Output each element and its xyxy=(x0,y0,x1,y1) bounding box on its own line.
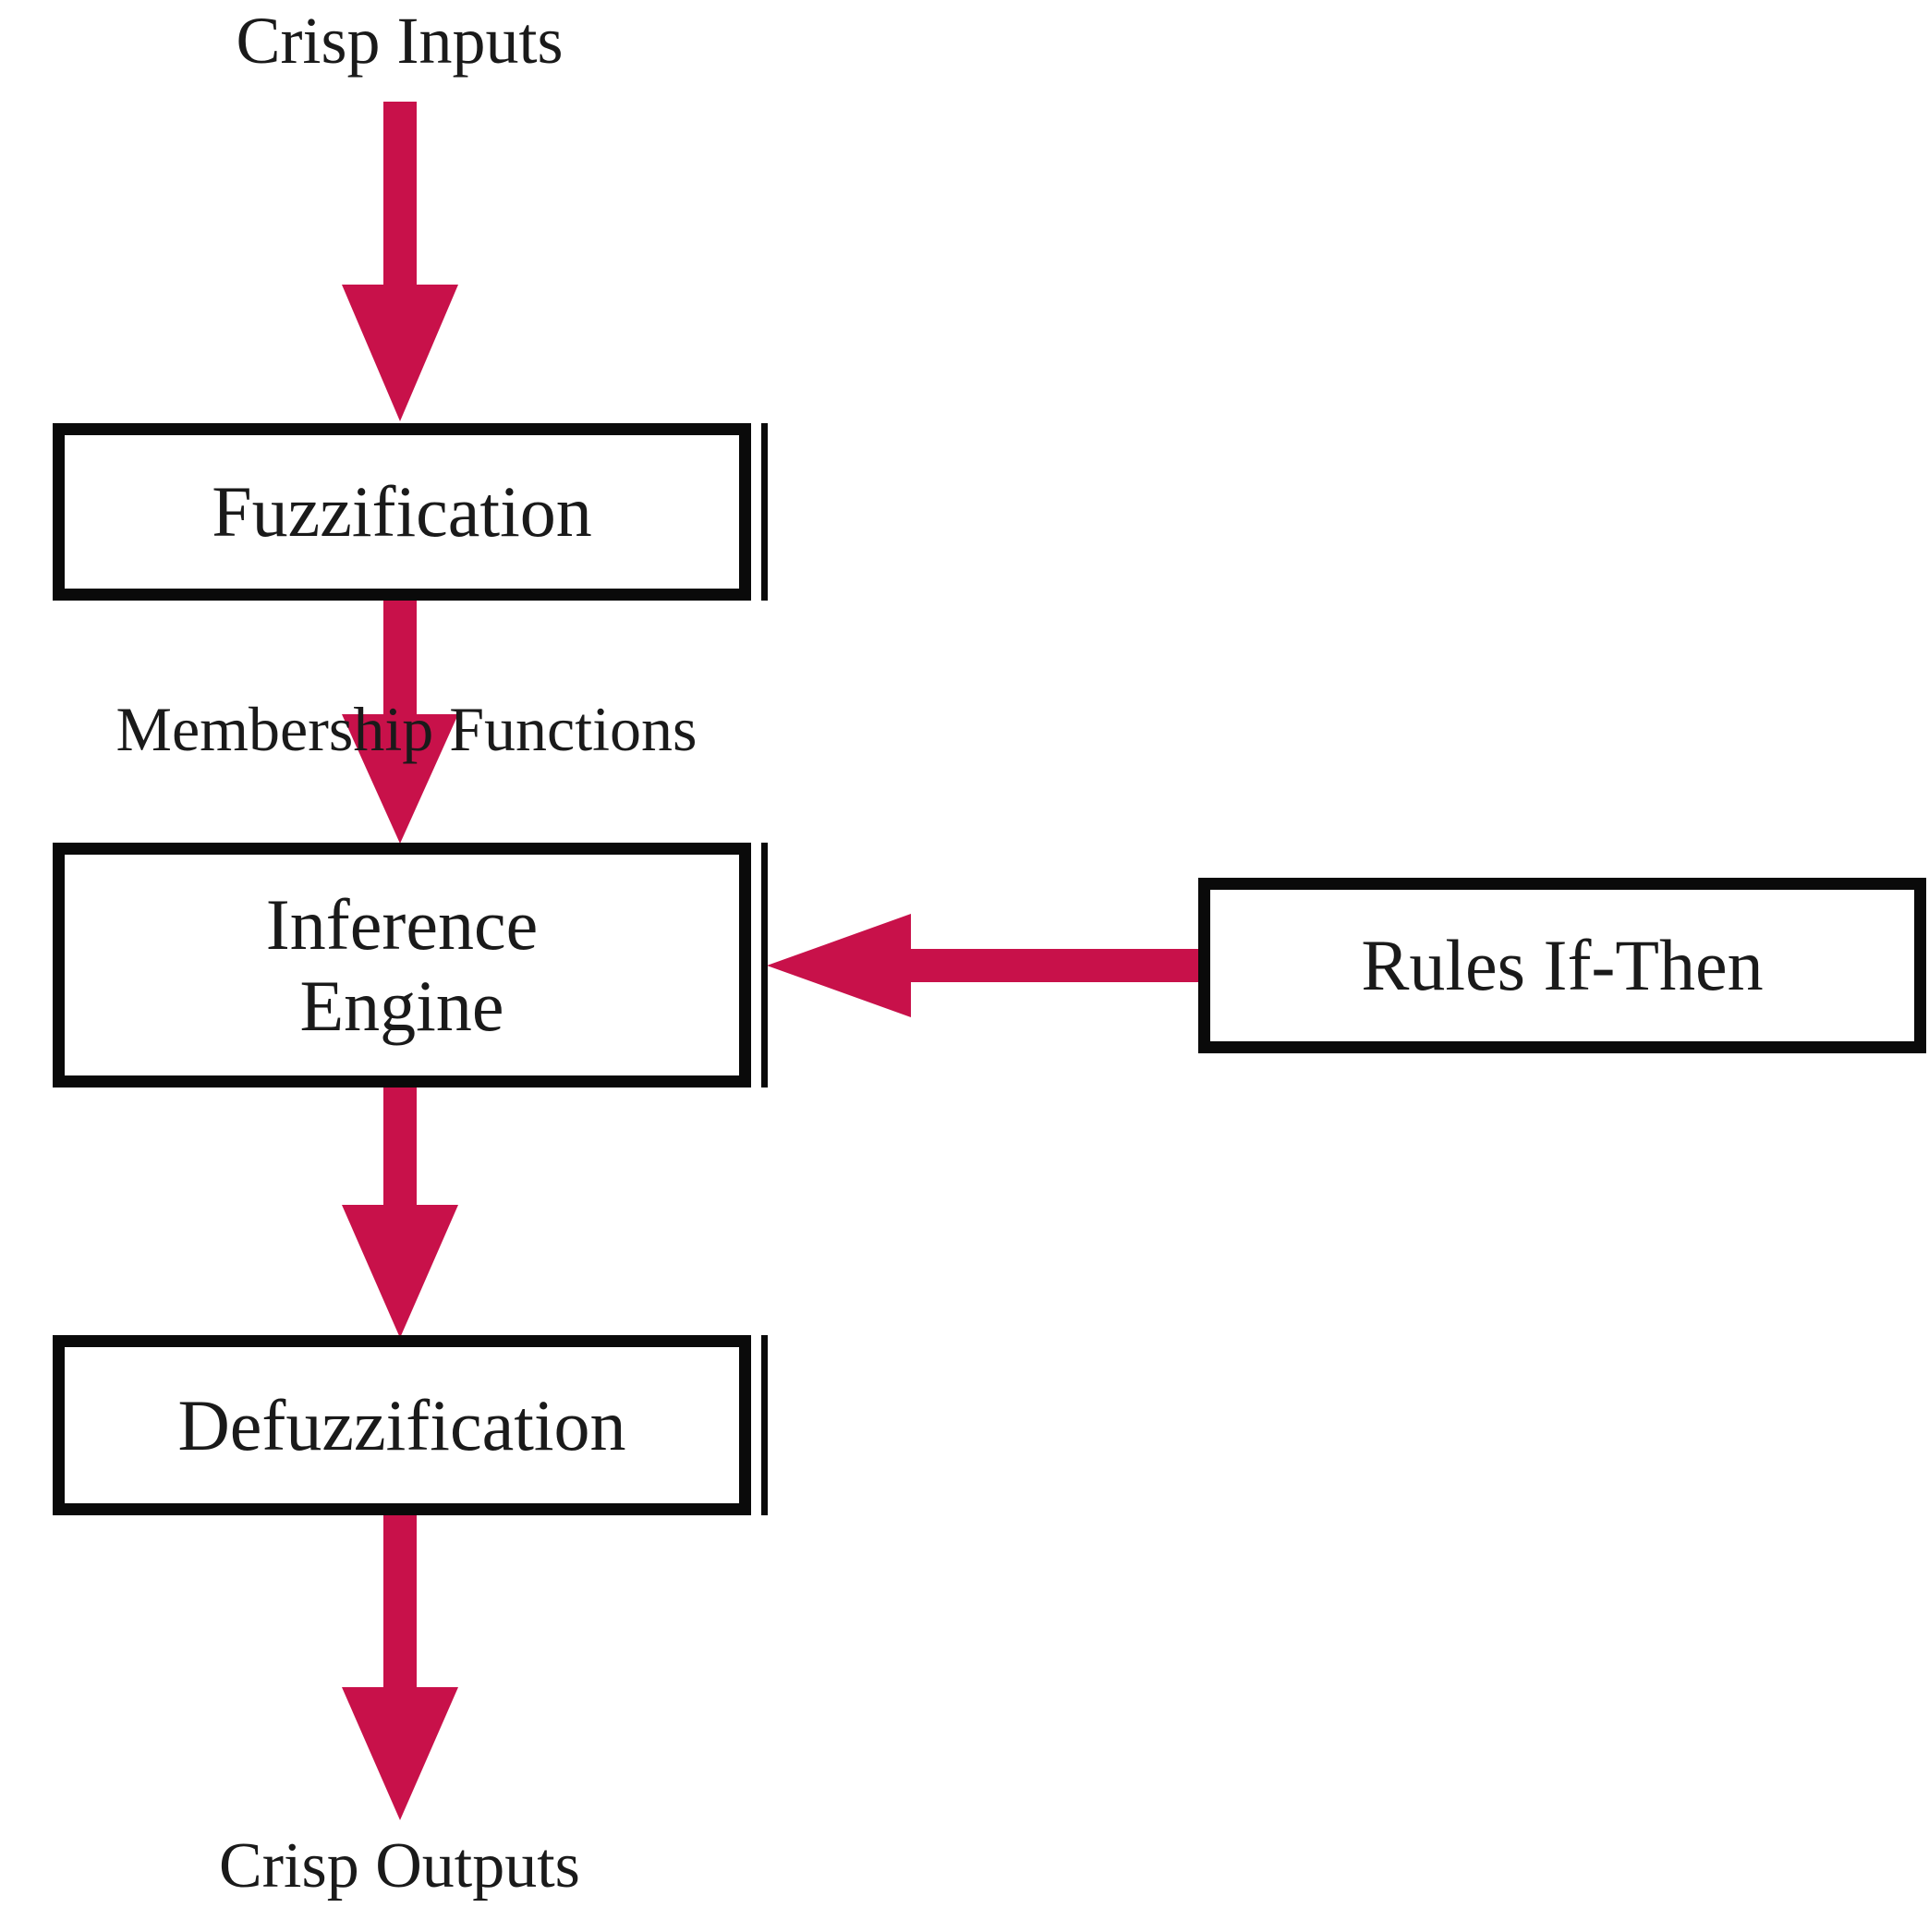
box-inference-engine-shadow-rule xyxy=(761,843,768,1088)
box-defuzzification-shadow-rule xyxy=(761,1335,768,1515)
box-defuzzification[interactable]: Defuzzification xyxy=(53,1335,751,1515)
label-membership-functions: Membership Functions xyxy=(115,694,698,764)
box-fuzzification-shadow-rule xyxy=(761,423,768,601)
box-inference-engine-label: Inference Engine xyxy=(265,884,539,1046)
box-rules-if-then-label: Rules If-Then xyxy=(1361,925,1764,1006)
box-rules-if-then[interactable]: Rules If-Then xyxy=(1198,878,1926,1053)
arrow-fuzzification-to-inference xyxy=(342,596,458,844)
arrow-inputs-to-fuzzification xyxy=(342,102,458,421)
box-defuzzification-label: Defuzzification xyxy=(177,1384,626,1465)
arrow-defuzzification-to-outputs xyxy=(342,1510,458,1820)
label-crisp-outputs: Crisp Outputs xyxy=(219,1830,580,1902)
box-fuzzification[interactable]: Fuzzification xyxy=(53,423,751,601)
arrow-inference-to-defuzzification xyxy=(342,1083,458,1338)
arrow-rules-to-inference xyxy=(767,914,1210,1017)
label-crisp-inputs: Crisp Inputs xyxy=(236,4,564,78)
box-fuzzification-label: Fuzzification xyxy=(212,471,592,553)
box-inference-engine[interactable]: Inference Engine xyxy=(53,843,751,1088)
